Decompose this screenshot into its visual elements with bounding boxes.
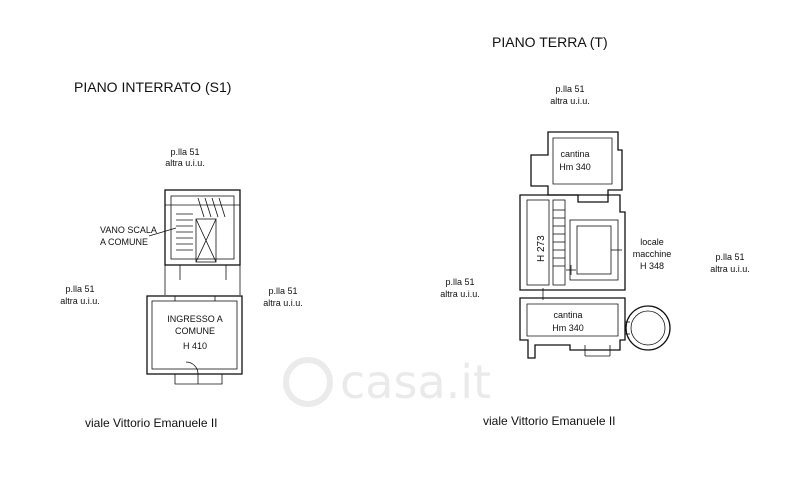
cantina-bottom-line2: Hm 340 bbox=[552, 323, 584, 333]
basement-neighbor-right-line2: altra u.i.u. bbox=[263, 298, 303, 308]
cantina-top-line2: Hm 340 bbox=[559, 162, 591, 172]
ground-neighbor-right-line1: p.lla 51 bbox=[715, 252, 744, 262]
ground-middle-block bbox=[519, 194, 626, 300]
ground-round-room bbox=[625, 305, 671, 351]
house-logo-icon bbox=[283, 357, 333, 407]
ground-title: PIANO TERRA (T) bbox=[492, 34, 608, 50]
ground-neighbor-left-line2: altra u.i.u. bbox=[440, 289, 480, 299]
ground-neighbor-top-line1: p.lla 51 bbox=[555, 84, 584, 94]
cantina-top-line1: cantina bbox=[560, 149, 589, 159]
stair-treads bbox=[176, 197, 226, 251]
basement-neighbor-top-line1: p.lla 51 bbox=[170, 147, 199, 157]
basement-entrance-room bbox=[146, 295, 243, 385]
basement-neighbor-left-line1: p.lla 51 bbox=[65, 284, 94, 294]
machine-room-line2: macchine bbox=[633, 249, 672, 259]
watermark-text: casa.it bbox=[340, 355, 491, 409]
watermark: casa.it bbox=[283, 355, 491, 409]
basement-neighbor-right-line1: p.lla 51 bbox=[268, 286, 297, 296]
basement-title: PIANO INTERRATO (S1) bbox=[74, 79, 231, 95]
basement-neighbor-top-line2: altra u.i.u. bbox=[165, 158, 205, 168]
stair-label-line1: VANO SCALA bbox=[100, 225, 157, 235]
ground-neighbor-top-line2: altra u.i.u. bbox=[550, 96, 590, 106]
ground-cantina-bottom bbox=[519, 297, 626, 359]
entrance-line2: COMUNE bbox=[175, 326, 215, 336]
basement-street: viale Vittorio Emanuele II bbox=[85, 416, 218, 430]
machine-room-line1: locale bbox=[640, 237, 664, 247]
ground-cantina-top bbox=[530, 131, 623, 203]
stair-label-line2: A COMUNE bbox=[100, 237, 148, 247]
corridor-height-label: H 273 bbox=[536, 235, 547, 262]
cantina-bottom-line1: cantina bbox=[553, 310, 582, 320]
ground-stair-treads bbox=[553, 209, 565, 267]
entrance-line1: INGRESSO A bbox=[167, 314, 223, 324]
stair-leader-line bbox=[148, 227, 177, 237]
ground-street: viale Vittorio Emanuele II bbox=[483, 414, 616, 428]
basement-neighbor-left-line2: altra u.i.u. bbox=[60, 296, 100, 306]
entrance-line3: H 410 bbox=[183, 341, 207, 351]
ground-neighbor-left-line1: p.lla 51 bbox=[445, 277, 474, 287]
machine-room-line3: H 348 bbox=[640, 261, 664, 271]
ground-neighbor-right-line2: altra u.i.u. bbox=[710, 264, 750, 274]
basement-stair-block bbox=[164, 189, 241, 295]
